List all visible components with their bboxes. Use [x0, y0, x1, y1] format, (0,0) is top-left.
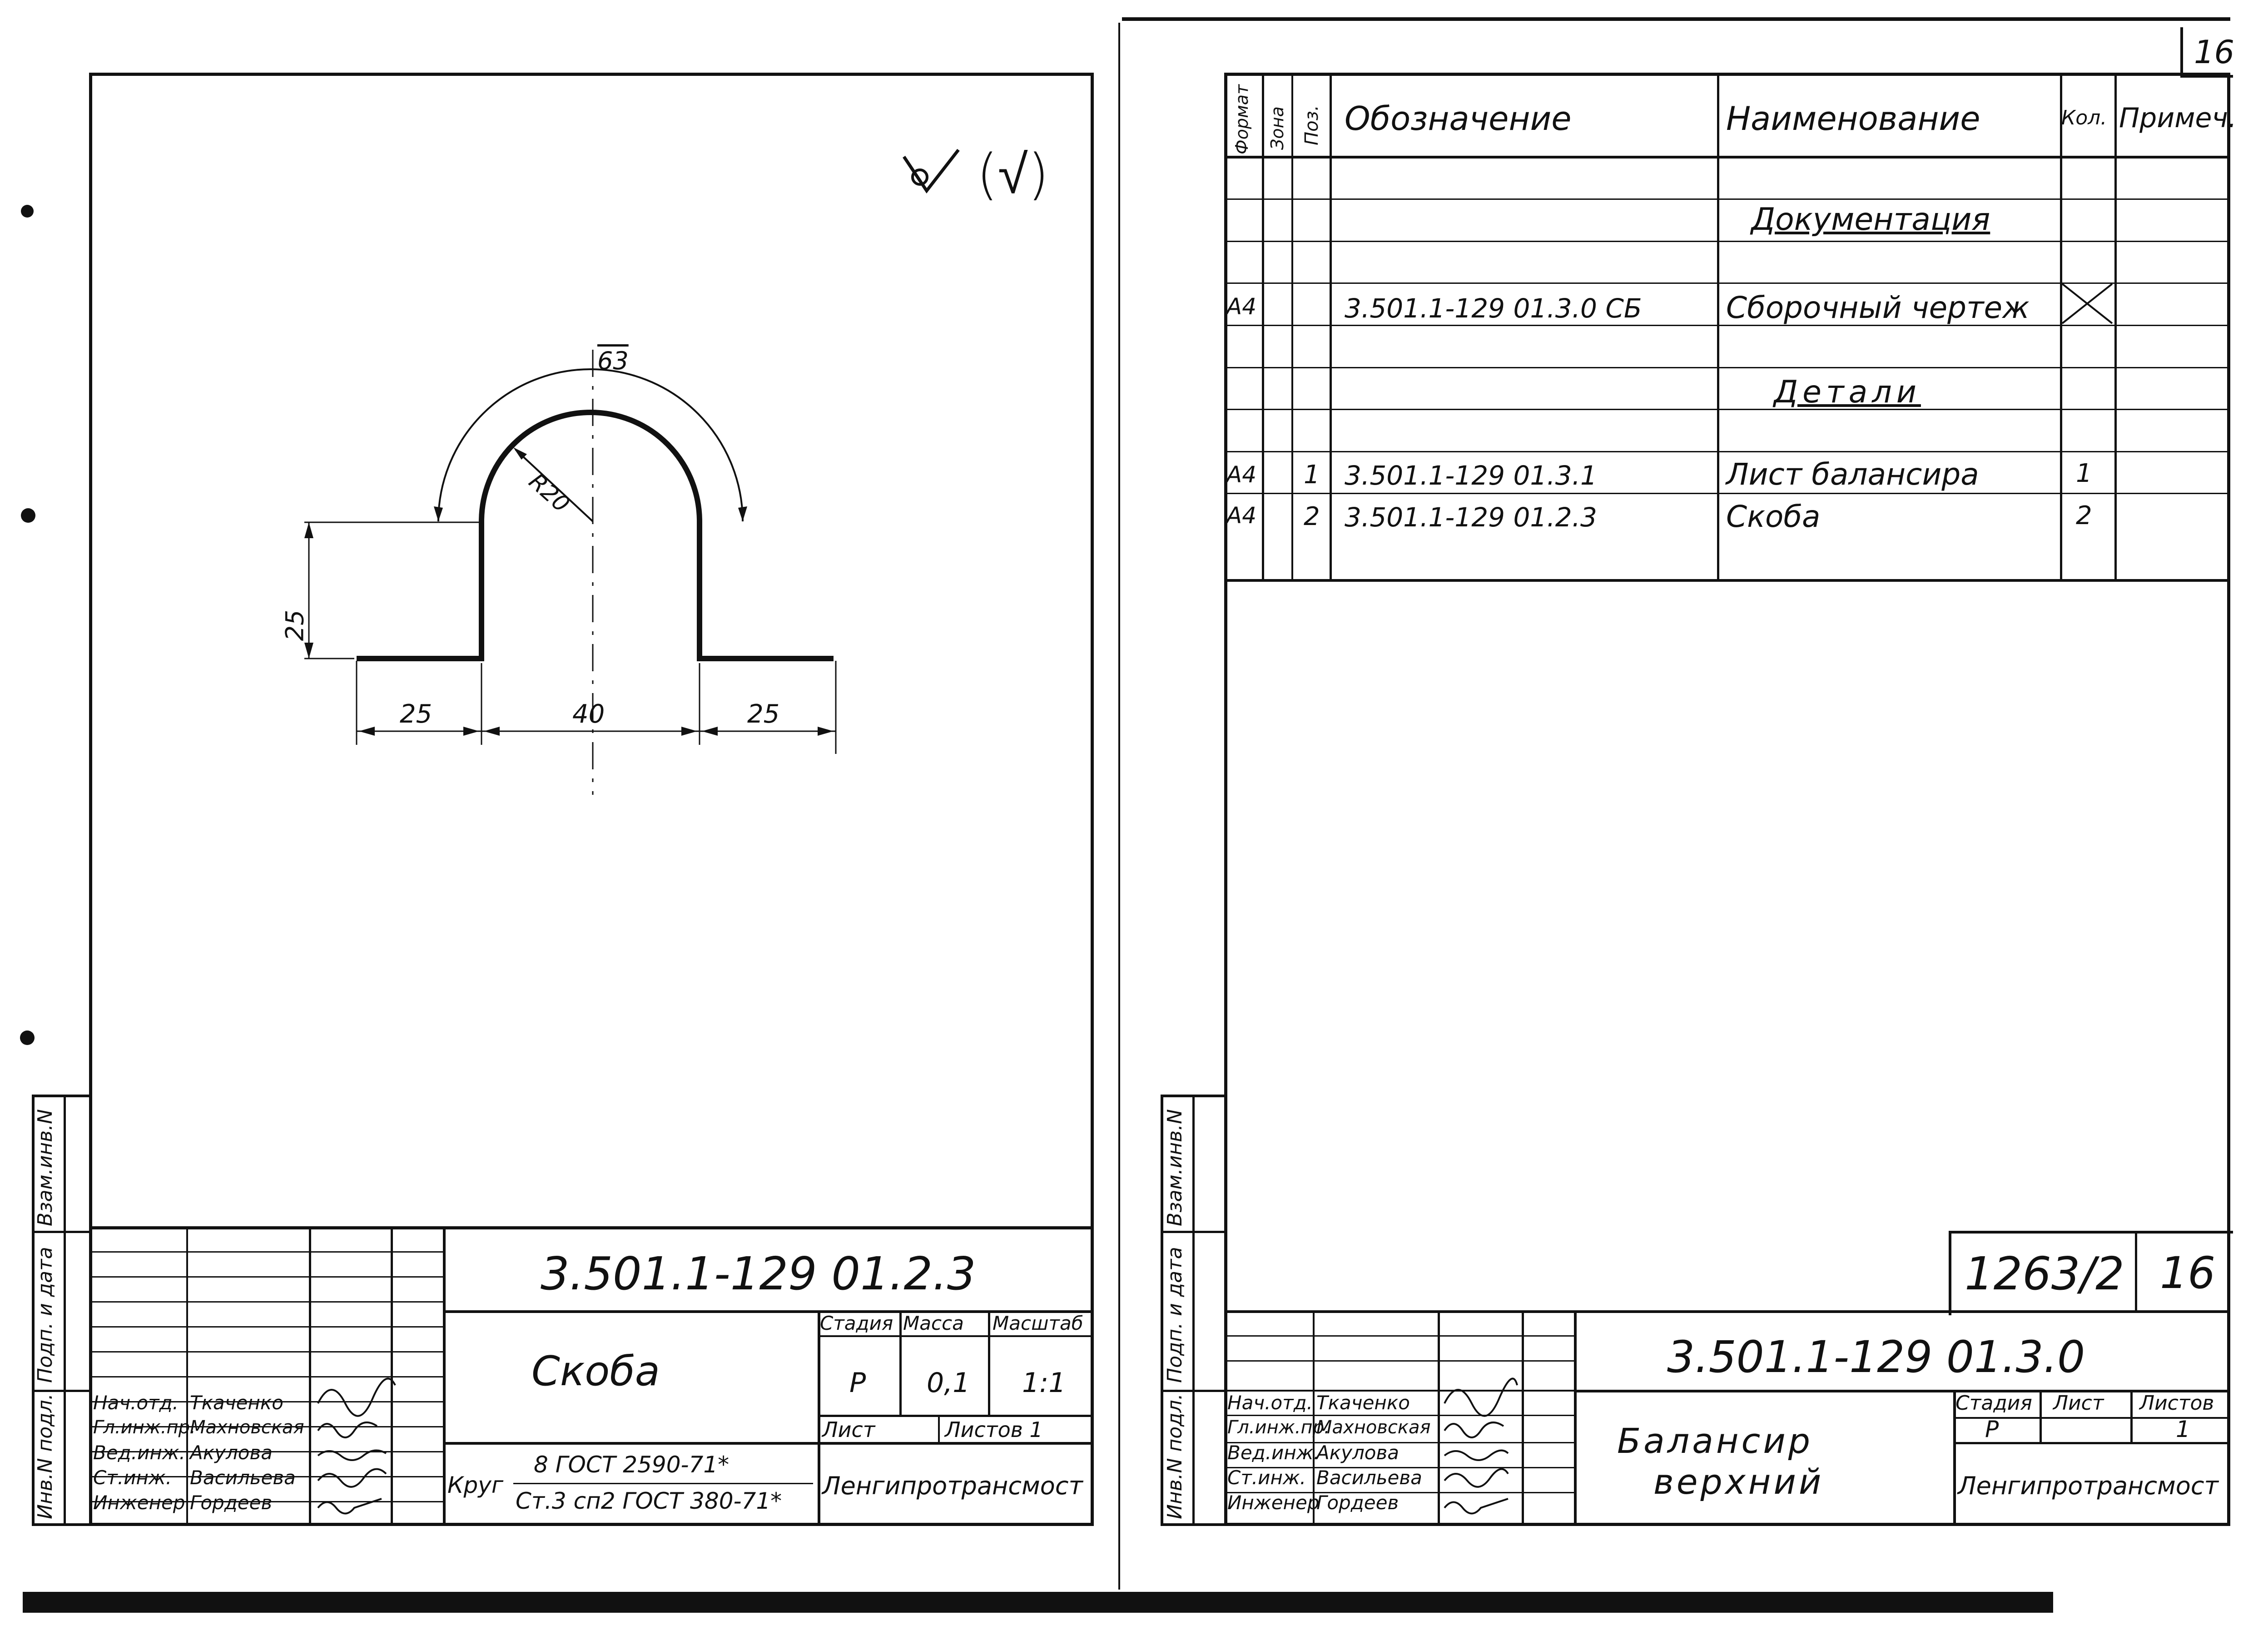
left-sheet-label: Лист: [822, 1417, 875, 1442]
spec-section-docs: Документация: [1751, 202, 1990, 238]
spec-head-qty: Кол.: [2061, 106, 2107, 129]
left-signature-grid: [89, 1226, 443, 1526]
dim-center: 40: [572, 699, 605, 729]
dim-arc: 63: [597, 347, 629, 375]
left-organization: Ленгипротрансмост: [822, 1471, 1083, 1500]
spec-section-parts: Детали: [1774, 374, 1921, 410]
top-border: [1122, 17, 2230, 21]
left-material-top: 8 ГОСТ 2590-71*: [534, 1452, 730, 1478]
stamp-code-box: [1949, 1231, 2233, 1315]
left-sheet-frame: [89, 73, 1094, 1526]
right-head-sheet: Лист: [2053, 1392, 2104, 1415]
spec-head-name: Наименование: [1726, 99, 1980, 138]
left-stamp-inv: Инв.N подл.: [34, 1393, 57, 1519]
spec-part2-format: А4: [1226, 502, 1257, 529]
left-name-4: Гордеев: [190, 1491, 273, 1514]
bottom-band: [23, 1592, 2053, 1613]
left-role-4: Инженер: [93, 1491, 185, 1514]
page-number: 16: [2194, 34, 2235, 71]
spec-part1-pos: 1: [1304, 460, 1320, 490]
left-part-name: Скоба: [531, 1348, 660, 1395]
spec-part2-pos: 2: [1304, 502, 1320, 531]
dim-left: 25: [400, 699, 432, 729]
spec-doc-name: Сборочный чертеж: [1726, 290, 2030, 325]
right-head-sheets: Листов: [2139, 1392, 2214, 1415]
spec-part2-name: Скоба: [1726, 499, 1821, 534]
spec-part1-name: Лист балансира: [1726, 457, 1979, 492]
left-role-1: Гл.инж.пр.: [93, 1417, 196, 1438]
right-role-2: Вед.инж.: [1227, 1442, 1320, 1464]
roughness-text: (√): [977, 143, 1049, 206]
right-role-3: Ст.инж.: [1227, 1466, 1306, 1489]
left-val-mass: 0,1: [927, 1367, 970, 1399]
spec-part1-qty: 1: [2076, 459, 2092, 488]
left-role-3: Ст.инж.: [93, 1466, 172, 1489]
right-name-line1: Балансир: [1617, 1421, 1813, 1461]
left-material-prefix: Круг: [447, 1472, 504, 1498]
left-val-stage: Р: [849, 1367, 866, 1399]
left-name-2: Акулова: [190, 1442, 273, 1464]
right-name-line2: верхний: [1653, 1462, 1824, 1502]
right-name-0: Ткаченко: [1316, 1392, 1410, 1414]
spec-head-note: Примеч.: [2119, 102, 2237, 134]
left-head-stage: Стадия: [820, 1312, 893, 1334]
spec-head-pos: Поз.: [1301, 105, 1322, 145]
right-val-sheets: 1: [2176, 1416, 2190, 1442]
left-name-0: Ткаченко: [190, 1392, 283, 1414]
spec-part2-qty: 2: [2076, 501, 2092, 530]
center-divider: [1118, 23, 1120, 1590]
spec-head-designation: Обозначение: [1345, 99, 1572, 138]
left-designation: 3.501.1-129 01.2.3: [541, 1247, 976, 1300]
right-name-1: Махновская: [1316, 1417, 1431, 1438]
left-sheets-label: Листов 1: [945, 1417, 1043, 1442]
left-head-mass: Масса: [903, 1312, 964, 1334]
right-sheet-frame: [1224, 73, 2230, 1526]
right-role-1: Гл.инж.пр.: [1227, 1417, 1330, 1438]
right-stamp-sign: Подп. и дата: [1163, 1247, 1186, 1383]
right-name-3: Васильева: [1316, 1466, 1422, 1489]
spec-table: [1224, 73, 2230, 582]
spec-doc-designation: 3.501.1-129 01.3.0 СБ: [1345, 293, 1642, 324]
left-side-stamp: [32, 1095, 92, 1526]
right-stamp-repl: Взам.инв.N: [1163, 1109, 1186, 1226]
right-organization: Ленгипротрансмост: [1958, 1471, 2218, 1500]
right-signature-grid: [1224, 1310, 1576, 1526]
spec-head-format: Формат: [1232, 84, 1252, 154]
right-designation: 3.501.1-129 01.3.0: [1667, 1332, 2085, 1382]
left-name-1: Махновская: [190, 1417, 304, 1438]
left-name-3: Васильева: [190, 1466, 296, 1489]
dim-right: 25: [747, 699, 780, 729]
dim-height: 25: [280, 609, 309, 641]
right-name-2: Акулова: [1316, 1442, 1399, 1464]
left-head-scale: Масштаб: [993, 1312, 1083, 1334]
right-role-0: Нач.отд.: [1227, 1392, 1313, 1414]
spec-doc-format: А4: [1226, 293, 1257, 320]
right-head-stage: Стадия: [1955, 1392, 2032, 1415]
page-number-box: [2180, 27, 2233, 78]
left-stamp-repl: Взам.инв.N: [34, 1109, 57, 1226]
left-val-scale: 1:1: [1022, 1367, 1066, 1399]
right-role-4: Инженер: [1227, 1491, 1320, 1514]
spec-head-zone: Зона: [1267, 106, 1287, 150]
right-stamp-inv: Инв.N подл.: [1163, 1393, 1186, 1519]
stamp-code: 1263/2: [1965, 1247, 2124, 1300]
spec-part1-designation: 3.501.1-129 01.3.1: [1345, 460, 1597, 491]
right-name-4: Гордеев: [1316, 1491, 1399, 1514]
spec-part2-designation: 3.501.1-129 01.2.3: [1345, 502, 1597, 533]
left-stamp-sign: Подп. и дата: [34, 1247, 57, 1383]
left-material-bottom: Ст.3 сп2 ГОСТ 380-71*: [516, 1488, 782, 1514]
stamp-sheet: 16: [2160, 1248, 2216, 1298]
spec-part1-format: А4: [1226, 461, 1257, 488]
left-role-2: Вед.инж.: [93, 1442, 185, 1464]
right-val-stage: Р: [1985, 1416, 1999, 1442]
left-role-0: Нач.отд.: [93, 1392, 179, 1414]
